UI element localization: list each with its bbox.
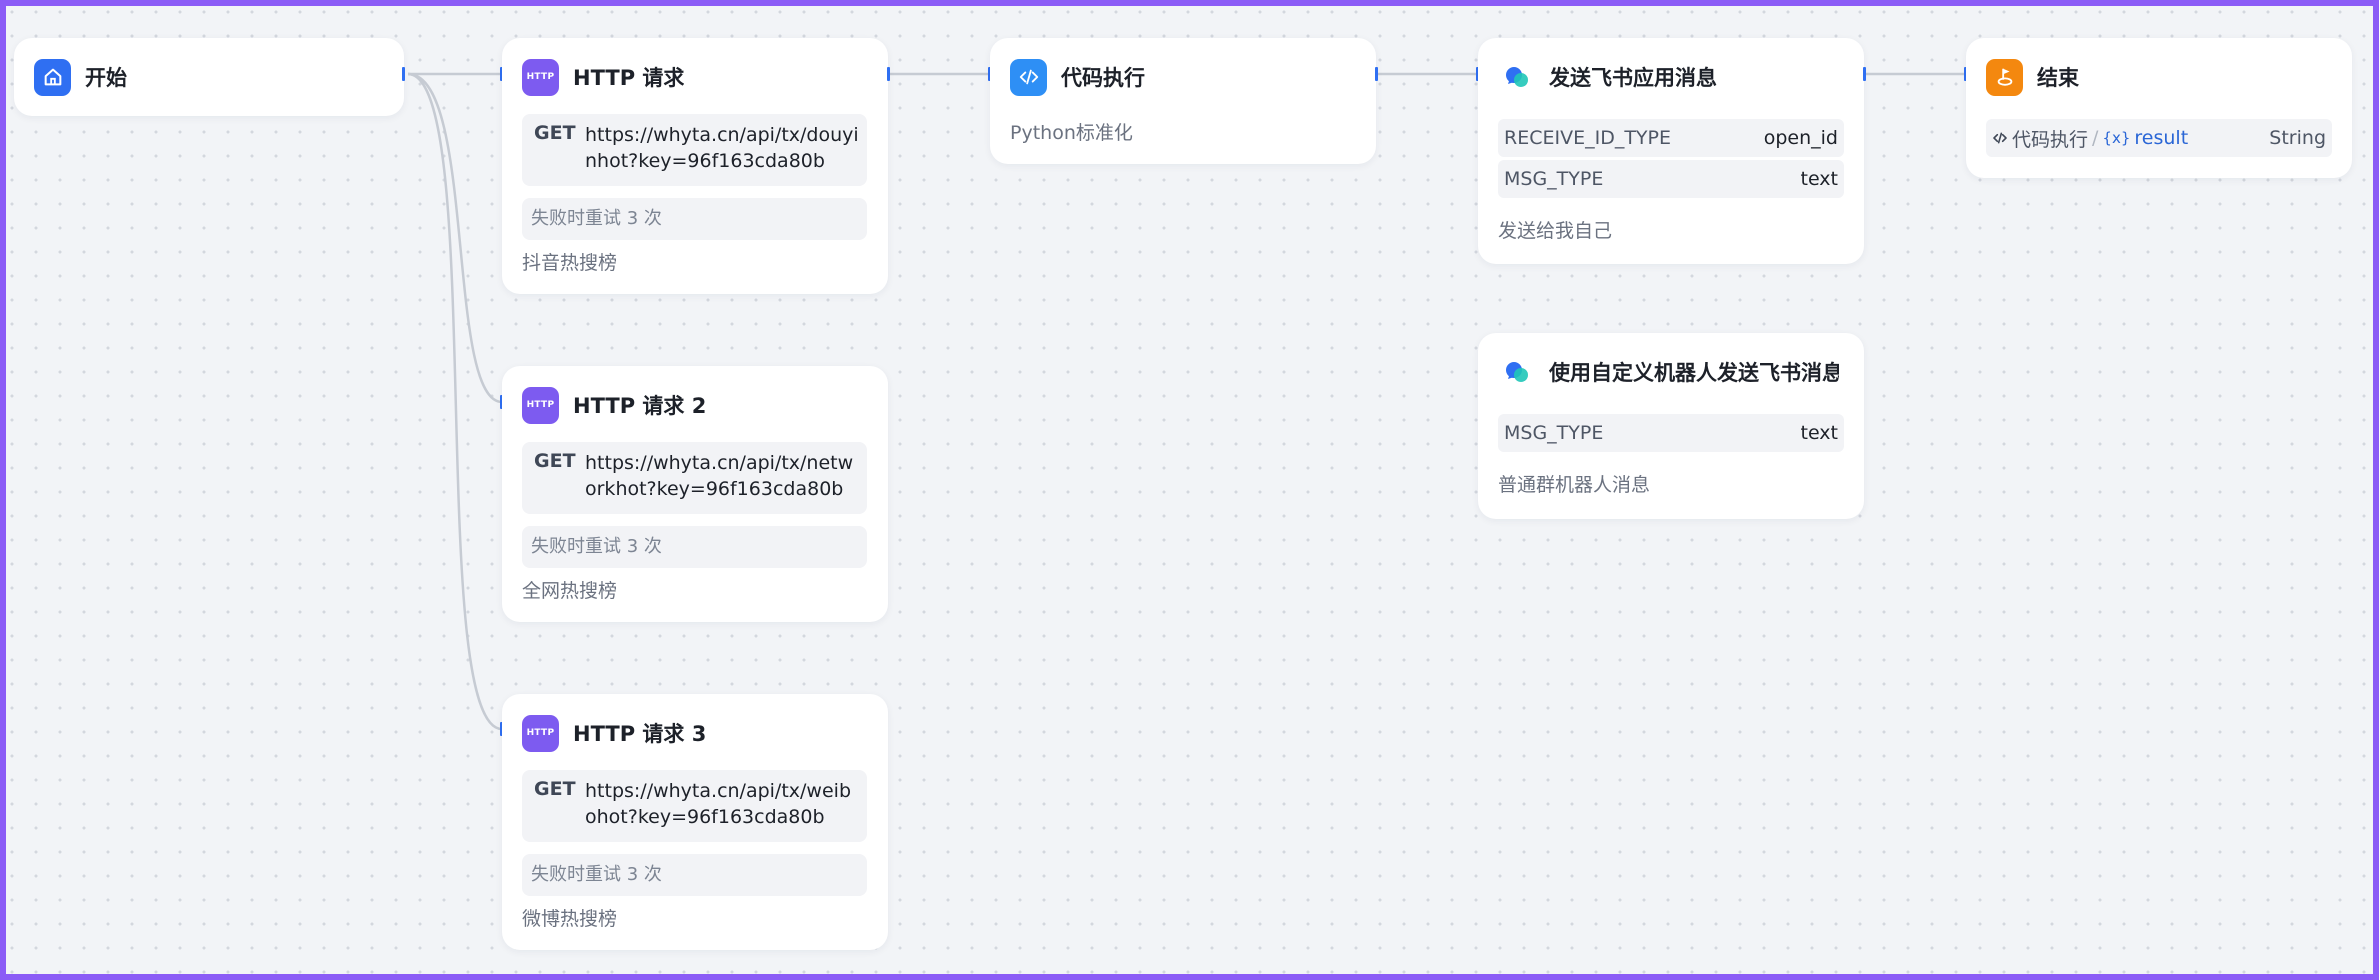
path-separator: / [2092, 127, 2099, 149]
param-row: RECEIVE_ID_TYPE open_id [1498, 119, 1844, 157]
node-http-request-1[interactable]: HTTP HTTP 请求 GET https://whyta.cn/api/tx… [502, 38, 888, 294]
code-output-port[interactable] [1375, 67, 1378, 81]
node-title: HTTP 请求 2 [573, 394, 707, 418]
http-url: https://whyta.cn/api/tx/douyinhot?key=96… [585, 124, 859, 172]
node-description: 微博热搜榜 [522, 908, 618, 930]
http1-output-port[interactable] [887, 67, 890, 81]
retry-text: 失败时重试 3 次 [531, 536, 662, 557]
param-value: text [1800, 168, 1839, 190]
node-description: 抖音热搜榜 [522, 252, 618, 274]
retry-text: 失败时重试 3 次 [531, 208, 662, 229]
node-http-request-2[interactable]: HTTP HTTP 请求 2 GET https://whyta.cn/api/… [502, 366, 888, 622]
edge-start-http3 [407, 72, 503, 731]
feishu-app-output-port[interactable] [1863, 67, 1866, 81]
node-feishu-app-message[interactable]: 发送飞书应用消息 RECEIVE_ID_TYPE open_id MSG_TYP… [1478, 38, 1864, 264]
feishu-icon [1498, 59, 1535, 96]
http2-input-port[interactable] [500, 395, 503, 409]
http-url-box: GET https://whyta.cn/api/tx/weibohot?key… [522, 770, 867, 842]
workflow-edges [407, 72, 1966, 731]
http-icon: HTTP [522, 386, 559, 424]
home-icon [34, 58, 71, 96]
node-title: 开始 [85, 66, 127, 90]
variable-icon: {x} [2102, 129, 2131, 147]
feishu-icon [1498, 354, 1535, 391]
retry-box: 失败时重试 3 次 [522, 198, 867, 240]
workflow-canvas[interactable]: 开始 HTTP HTTP 请求 GET https://whyta.cn/api… [6, 6, 2373, 974]
node-feishu-custom-bot[interactable]: 使用自定义机器人发送飞书消息 MSG_TYPE text 普通群机器人消息 [1478, 333, 1864, 519]
output-type: String [2269, 127, 2326, 149]
http-url: https://whyta.cn/api/tx/networkhot?key=9… [585, 452, 854, 500]
node-http-request-3[interactable]: HTTP HTTP 请求 3 GET https://whyta.cn/api/… [502, 694, 888, 950]
http-method: GET [534, 778, 576, 800]
param-key: MSG_TYPE [1504, 422, 1604, 444]
end-input-port[interactable] [1964, 67, 1967, 81]
http-url-box: GET https://whyta.cn/api/tx/douyinhot?ke… [522, 114, 867, 186]
feishu-app-input-port[interactable] [1476, 67, 1479, 81]
param-value: open_id [1763, 127, 1838, 149]
http-url-box: GET https://whyta.cn/api/tx/networkhot?k… [522, 442, 867, 514]
node-start[interactable]: 开始 [14, 38, 404, 116]
node-title: HTTP 请求 3 [573, 722, 707, 746]
output-variable-row: 代码执行 / {x} result String [1986, 119, 2332, 157]
retry-box: 失败时重试 3 次 [522, 854, 867, 896]
param-value: text [1800, 422, 1839, 444]
node-title: HTTP 请求 [573, 66, 685, 90]
param-row: MSG_TYPE text [1498, 160, 1844, 198]
start-output-port[interactable] [402, 67, 405, 81]
node-description: 全网热搜榜 [522, 580, 618, 602]
http-method: GET [534, 450, 576, 472]
http3-input-port[interactable] [500, 722, 503, 736]
node-title: 使用自定义机器人发送飞书消息 [1549, 361, 1839, 385]
node-description: 发送给我自己 [1498, 220, 1613, 242]
node-description: 普通群机器人消息 [1498, 474, 1651, 496]
retry-text: 失败时重试 3 次 [531, 864, 662, 885]
http-method: GET [534, 122, 576, 144]
node-code-execution[interactable]: 代码执行 Python标准化 [990, 38, 1376, 164]
node-title: 结束 [2037, 66, 2079, 90]
retry-box: 失败时重试 3 次 [522, 526, 867, 568]
http-icon: HTTP [522, 58, 559, 96]
node-title: 发送飞书应用消息 [1549, 66, 1717, 90]
param-key: MSG_TYPE [1504, 168, 1604, 190]
output-source: 代码执行 [2012, 128, 2089, 151]
http-url: https://whyta.cn/api/tx/weibohot?key=96f… [585, 780, 851, 828]
node-end[interactable]: 结束 代码执行 / {x} result String [1966, 38, 2352, 178]
code-icon [1010, 58, 1047, 96]
edge-start-http2 [407, 72, 503, 404]
code-small-icon [1993, 132, 2007, 144]
code-input-port[interactable] [988, 67, 991, 81]
node-description: Python标准化 [1010, 122, 1133, 144]
end-icon [1986, 58, 2023, 96]
param-key: RECEIVE_ID_TYPE [1504, 127, 1671, 149]
http1-input-port[interactable] [500, 67, 503, 81]
http-icon: HTTP [522, 714, 559, 752]
output-variable: result [2134, 127, 2189, 149]
node-title: 代码执行 [1061, 66, 1145, 90]
param-row: MSG_TYPE text [1498, 414, 1844, 452]
